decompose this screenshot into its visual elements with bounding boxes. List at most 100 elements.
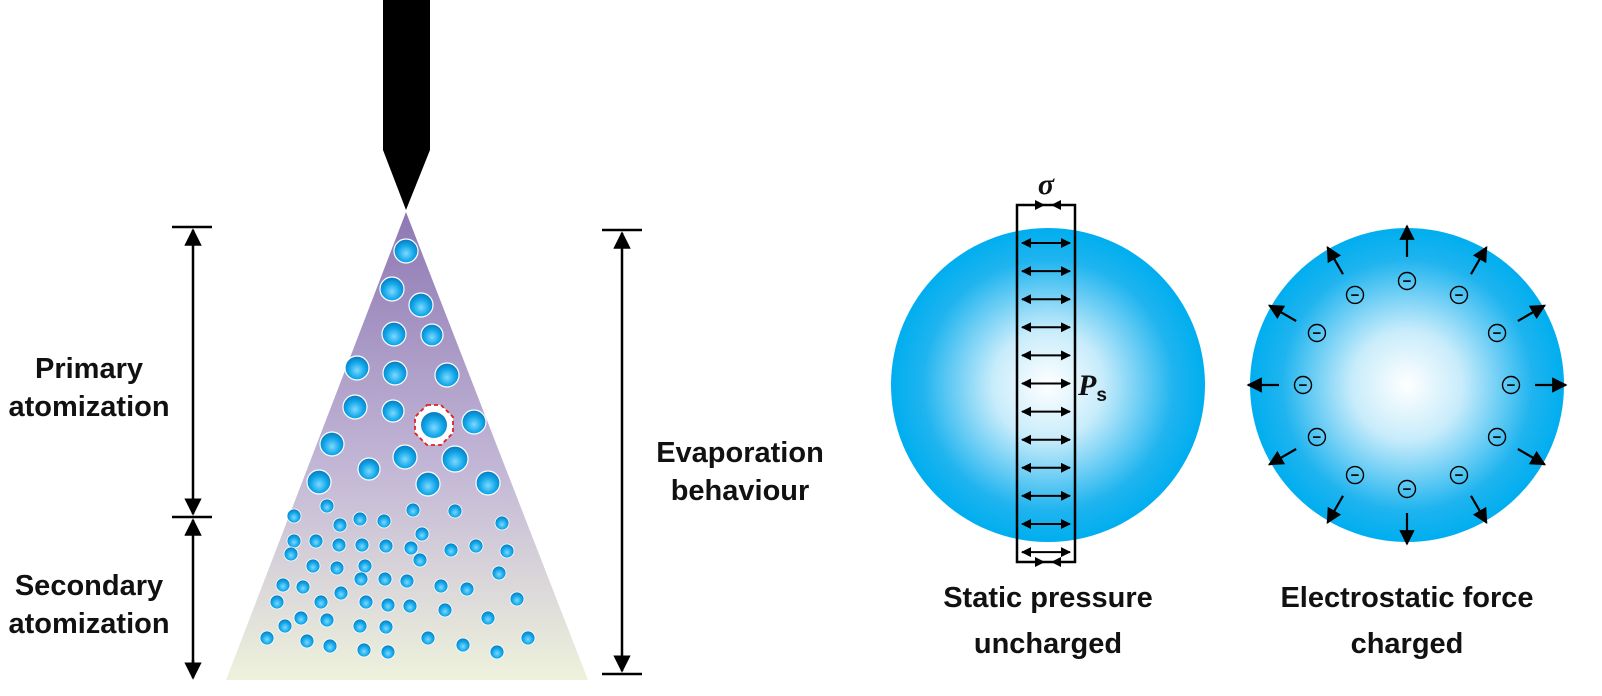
secondary-label-line2: atomization [8, 608, 170, 640]
spray-droplet [319, 612, 335, 628]
spray-droplet [277, 618, 293, 634]
spray-droplet [414, 526, 430, 542]
spray-droplet [322, 638, 338, 654]
highlighted-droplet [414, 404, 454, 446]
spray-droplet [520, 630, 536, 646]
charge-sign: − [1455, 287, 1464, 304]
charge-sign: − [1299, 377, 1308, 394]
spray-droplet [352, 618, 368, 634]
charge-sign: − [1507, 377, 1516, 394]
charge-with-force-arrow: − [1487, 304, 1547, 343]
spray-droplet [319, 431, 345, 457]
spray-droplet [475, 470, 501, 496]
spray-droplet [354, 537, 370, 553]
spray-droplet [299, 633, 315, 649]
charge-sign: − [1455, 467, 1464, 484]
spray-droplet [352, 511, 368, 527]
evaporation-label-line1: Evaporation [656, 437, 824, 469]
spray-droplet [461, 409, 487, 435]
spray-droplet [403, 540, 419, 556]
evaporation-dimension-line [602, 228, 642, 676]
spray-droplet [358, 594, 374, 610]
static-pressure-symbol: Ps [1078, 367, 1118, 409]
spray-droplet [319, 498, 335, 514]
spray-droplet [379, 276, 405, 302]
charged-droplet [1250, 228, 1564, 542]
spray-droplet [437, 602, 453, 618]
spray-droplet [468, 538, 484, 554]
evaporation-behaviour-label: Evaporation behaviour [640, 434, 840, 510]
spray-droplet [480, 610, 496, 626]
primary-atomization-label: Primary atomization [0, 350, 178, 426]
spray-droplet [283, 546, 299, 562]
charge-with-force-arrow: − [1397, 479, 1417, 546]
spray-droplet [509, 591, 525, 607]
charge-with-force-arrow: − [1267, 304, 1327, 343]
spray-droplet [380, 597, 396, 613]
spray-droplet [412, 552, 428, 568]
spray-droplet [380, 644, 396, 660]
charged-caption-line2: charged [1350, 628, 1464, 660]
spray-droplet [420, 630, 436, 646]
spray-droplet [313, 594, 329, 610]
atomization-dimension-lines [172, 225, 212, 680]
charge-with-force-arrow: − [1449, 245, 1488, 305]
spray-droplet [259, 630, 275, 646]
spray-droplet [331, 537, 347, 553]
charge-with-force-arrow: − [1501, 375, 1568, 395]
spray-droplet [381, 399, 405, 423]
spray-droplet [275, 577, 291, 593]
spray-droplet [378, 538, 394, 554]
spray-droplet [399, 573, 415, 589]
charge-sign: − [1351, 467, 1360, 484]
charge-sign: − [1493, 429, 1502, 446]
spray-droplet [344, 355, 370, 381]
spray-droplet [376, 513, 392, 529]
spray-droplet [402, 598, 418, 614]
secondary-atomization-label: Secondary atomization [0, 567, 178, 643]
spray-droplet [392, 444, 418, 470]
primary-label-line2: atomization [8, 391, 170, 423]
spray-droplet [382, 360, 408, 386]
spray-droplet [308, 533, 324, 549]
charge-with-force-arrow: − [1449, 465, 1488, 525]
spray-droplet [295, 579, 311, 595]
spray-droplet [494, 515, 510, 531]
spray-droplet [286, 508, 302, 524]
evaporation-label-line2: behaviour [670, 475, 810, 507]
uncharged-caption-line1: Static pressure [943, 582, 1153, 614]
charge-with-force-arrow: − [1267, 427, 1327, 466]
spray-droplet [405, 502, 421, 518]
primary-label-line1: Primary [34, 353, 143, 385]
electrostatic-charges: −−−−−−−−−−−− [1246, 224, 1568, 546]
uncharged-caption-line2: uncharged [973, 628, 1123, 660]
spray-droplet [393, 238, 419, 264]
charge-with-force-arrow: − [1326, 245, 1365, 305]
static-pressure-caption: Static pressure uncharged [908, 575, 1188, 667]
charge-with-force-arrow: − [1246, 375, 1313, 395]
spray-droplet [305, 558, 321, 574]
electrostatic-force-caption: Electrostatic force charged [1248, 575, 1566, 667]
charge-with-force-arrow: − [1487, 427, 1547, 466]
spray-droplet [459, 581, 475, 597]
spray-droplet [420, 323, 444, 347]
spray-droplet [306, 469, 332, 495]
spray-droplet [333, 585, 349, 601]
spray-droplet [357, 558, 373, 574]
surface-tension-column [1015, 200, 1077, 567]
spray-droplet [293, 610, 309, 626]
charge-sign: − [1403, 481, 1412, 498]
spray-droplet [329, 560, 345, 576]
spray-droplet [408, 292, 434, 318]
charge-sign: − [1313, 325, 1322, 342]
spray-droplet [455, 637, 471, 653]
spray-droplet [269, 594, 285, 610]
spray-droplet [357, 457, 381, 481]
charge-sign: − [1493, 325, 1502, 342]
spray-droplet [433, 578, 449, 594]
secondary-label-line1: Secondary [14, 570, 164, 602]
pressure-symbol: P [1078, 369, 1097, 402]
spray-droplet [353, 571, 369, 587]
charge-with-force-arrow: − [1326, 465, 1365, 525]
charged-caption-line1: Electrostatic force [1280, 582, 1534, 614]
